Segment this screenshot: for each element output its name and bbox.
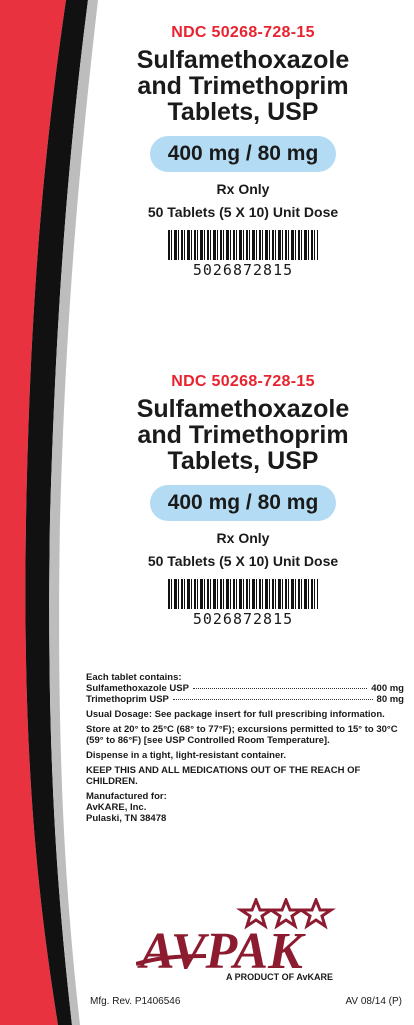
logo-tagline: A PRODUCT OF AvKARE [226,972,334,982]
tablet-count: 50 Tablets (5 X 10) Unit Dose [147,553,339,569]
info-heading: Each tablet contains: [86,672,182,683]
barcode-number: 5026872815 [192,261,294,279]
drug-name: Sulfamethoxazole and Trimethoprim Tablet… [136,46,350,126]
mfg-revision: Mfg. Rev. P1406546 [90,996,181,1007]
ndc-number: NDC 50268-728-15 [171,373,315,390]
star-icon [236,898,336,930]
logo-text: AVPAK [137,923,306,980]
barcode-bars [168,579,318,609]
product-info: Each tablet contains: Sulfamethoxazole U… [86,672,404,824]
avpak-logo: AVPAK [136,898,336,980]
barcode-bars [168,230,318,260]
rx-only: Rx Only [216,530,270,546]
dispense-text: Dispense in a tight, light-resistant con… [86,750,287,761]
version-code: AV 08/14 (P) [345,996,402,1007]
ingredient-row: Trimethoprim USP 80 mg [86,694,404,705]
manufacturer-block: Manufactured for: AvKARE, Inc. Pulaski, … [86,791,167,824]
barcode: 5026872815 [168,230,318,279]
drug-name: Sulfamethoxazole and Trimethoprim Tablet… [136,395,350,475]
tablet-count: 50 Tablets (5 X 10) Unit Dose [147,204,339,220]
barcode: 5026872815 [168,579,318,628]
ingredient-row: Sulfamethoxazole USP 400 mg [86,683,404,694]
strength-badge: 400 mg / 80 mg [149,136,337,172]
ndc-number: NDC 50268-728-15 [171,24,315,41]
storage-text: Store at 20° to 25°C (68° to 77°F); excu… [86,724,398,746]
dosage-text: Usual Dosage: See package insert for ful… [86,709,385,720]
label-panel-2: NDC 50268-728-15 Sulfamethoxazole and Tr… [80,373,406,628]
rx-only: Rx Only [216,181,270,197]
barcode-number: 5026872815 [192,610,294,628]
label-panel-1: NDC 50268-728-15 Sulfamethoxazole and Tr… [80,24,406,279]
warning-text: KEEP THIS AND ALL MEDICATIONS OUT OF THE… [86,765,361,787]
strength-badge: 400 mg / 80 mg [149,485,337,521]
